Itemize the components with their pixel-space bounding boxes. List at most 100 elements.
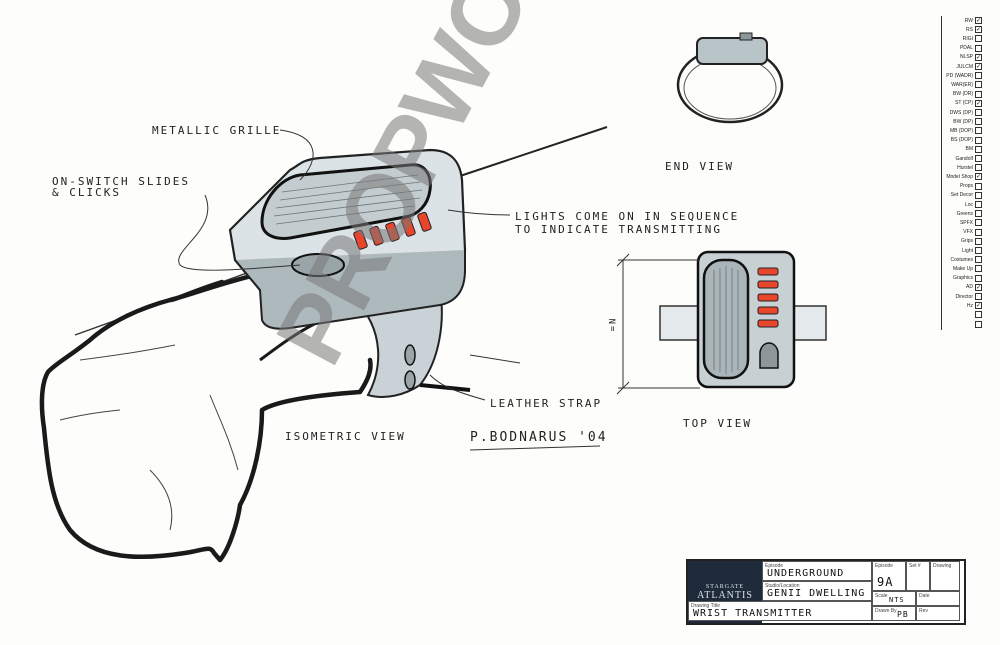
checklist-item-label: Make Up xyxy=(952,265,973,272)
tb-date: Date xyxy=(916,591,960,606)
checklist-item-label: NLSP xyxy=(959,54,973,61)
checklist-item: BS (DOP) xyxy=(951,136,982,145)
empty-box-icon xyxy=(975,44,982,52)
label-top-view: TOP VIEW xyxy=(683,417,752,430)
checklist-item: Make Up xyxy=(953,264,982,273)
empty-box-icon xyxy=(975,247,982,254)
checklist-item-label: JULCM xyxy=(956,63,973,70)
label-on-switch-2: & CLICKS xyxy=(52,186,121,199)
iso-device-side xyxy=(234,250,466,330)
label-on-switch-1: ON-SWITCH SLIDES xyxy=(52,175,190,188)
checklist-item: Model Shop✓ xyxy=(946,172,982,181)
empty-box-icon xyxy=(975,191,982,199)
tb-studio-label: Studio/Location xyxy=(765,583,800,589)
tb-drawing-title: Drawing Title WRIST TRANSMITTER xyxy=(688,601,872,621)
checklist-item-label: Light xyxy=(962,247,973,254)
checklist-item: VFX xyxy=(963,228,982,237)
tb-scale: Scale NTS xyxy=(872,591,916,606)
leader-lights xyxy=(447,209,511,216)
tb-set: Set # xyxy=(906,561,930,591)
tb-rev: Rev xyxy=(916,606,960,621)
empty-box-icon xyxy=(975,35,982,43)
checklist-item-label: BM xyxy=(965,146,974,153)
tb-set-label: Set # xyxy=(909,563,921,569)
strap-button-2 xyxy=(404,370,416,390)
checklist-item: Grips xyxy=(961,237,982,246)
checklist-item-label: Model Shop xyxy=(946,173,973,180)
checked-box-icon: ✓ xyxy=(975,99,982,107)
checklist-item: BW (DP) xyxy=(953,117,982,126)
tb-scale-value: NTS xyxy=(889,596,905,604)
empty-box-icon xyxy=(975,320,982,328)
checklist-item: MB (DOP) xyxy=(950,126,982,135)
empty-box-icon xyxy=(975,228,982,236)
empty-box-icon xyxy=(975,90,982,98)
signature-underline xyxy=(469,445,601,451)
empty-box-icon xyxy=(975,81,982,89)
empty-box-icon xyxy=(975,109,982,116)
checked-box-icon: ✓ xyxy=(975,26,982,34)
checklist-item: BW (DR) xyxy=(953,90,982,99)
checklist-item: Light xyxy=(962,246,982,255)
checklist-item: DWS (DP) xyxy=(950,108,982,117)
checklist-item: Set Decor xyxy=(951,191,982,200)
checked-box-icon: ✓ xyxy=(975,63,982,70)
checked-box-icon: ✓ xyxy=(975,53,982,61)
checklist-item-label: Set Decor xyxy=(950,192,973,199)
checklist-item: Props xyxy=(960,182,982,191)
checklist-item-label: Hz xyxy=(966,302,973,309)
checklist-item-label: RW xyxy=(964,17,973,24)
checklist-item-label: MB (DOP) xyxy=(949,127,973,134)
checklist-item: BM xyxy=(965,145,982,154)
label-leather-strap: LEATHER STRAP xyxy=(490,397,603,410)
empty-box-icon xyxy=(975,155,982,162)
signature: P.BODNARUS '04 xyxy=(470,430,608,445)
checklist-item: Hz✓ xyxy=(967,301,982,310)
checklist-item: Director xyxy=(955,292,982,301)
empty-box-icon xyxy=(975,256,982,264)
empty-box-icon xyxy=(975,127,982,135)
checked-box-icon: ✓ xyxy=(975,283,982,291)
iso-indicator-lights xyxy=(353,211,432,250)
tb-episode-no: Episode 9A xyxy=(872,561,906,591)
tb-scale-label: Scale xyxy=(875,593,888,599)
checked-box-icon: ✓ xyxy=(975,17,982,24)
checklist-item-label: Costumes xyxy=(950,256,973,263)
empty-box-icon xyxy=(975,182,982,190)
checklist-item-label: Props xyxy=(959,183,973,190)
antenna xyxy=(447,126,608,181)
empty-box-icon xyxy=(975,118,982,126)
label-lights-1: LIGHTS COME ON IN SEQUENCE xyxy=(515,210,740,223)
checked-box-icon: ✓ xyxy=(975,173,982,181)
checklist-item: Graphics xyxy=(953,274,982,283)
label-isometric-view: ISOMETRIC VIEW xyxy=(285,430,406,443)
tb-drawn-by: Drawn By PB xyxy=(872,606,916,621)
checklist-item-label: Loc xyxy=(964,201,973,208)
tb-date-label: Date xyxy=(919,593,930,599)
checklist-item: SPFX xyxy=(960,218,982,227)
checklist-item-label: SPFX xyxy=(959,219,973,226)
checklist-item-label: Grips xyxy=(961,238,973,245)
checklist-item-label: WAR(ER) xyxy=(951,81,973,88)
label-lights-2: TO INDICATE TRANSMITTING xyxy=(515,223,722,236)
tb-drawn-by-value: PB xyxy=(897,610,909,619)
checklist-item xyxy=(973,320,982,329)
leader-switch xyxy=(178,194,301,271)
tb-episode-no-label: Episode xyxy=(875,563,894,569)
iso-slide-switch xyxy=(291,253,345,277)
tb-studio-value: GENII DWELLING xyxy=(767,588,866,599)
checklist-item xyxy=(973,310,982,319)
tb-drawing-label: Drawing xyxy=(933,563,952,569)
label-metallic-grille: METALLIC GRILLE xyxy=(152,124,282,137)
leader-strap xyxy=(429,374,486,401)
dimension-lines xyxy=(616,253,700,395)
checklist-item-label: VFX xyxy=(963,229,973,236)
checklist-item: WAR(ER) xyxy=(951,80,982,89)
checklist-item: ST (CP)✓ xyxy=(955,99,982,108)
logo-top: STARGATE xyxy=(705,583,745,590)
empty-box-icon xyxy=(975,265,982,273)
tb-drawing-title-label: Drawing Title xyxy=(691,603,720,609)
tb-episode-no-value: 9A xyxy=(877,575,894,589)
tb-episode-value: UNDERGROUND xyxy=(767,568,845,579)
